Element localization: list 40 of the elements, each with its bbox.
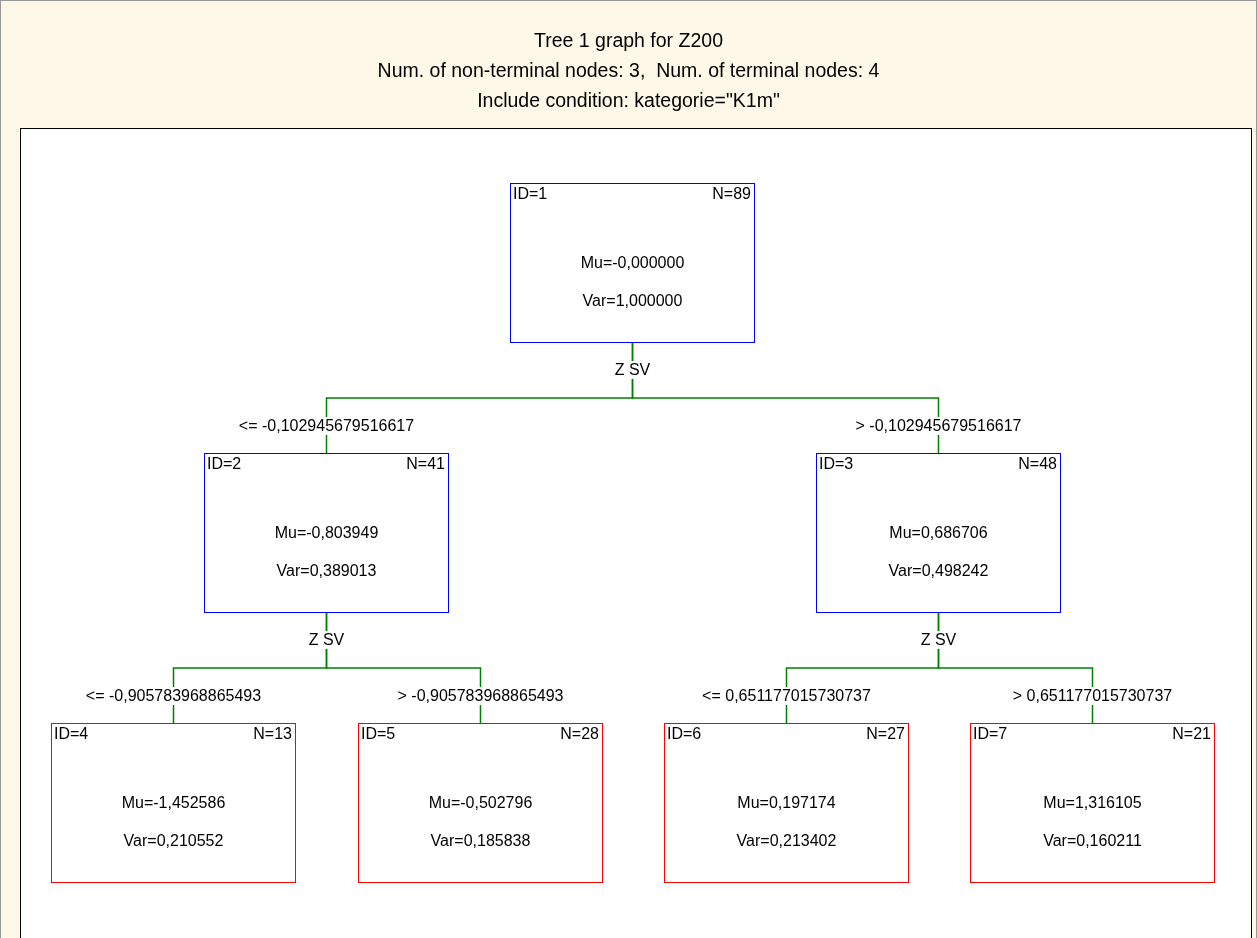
node-count-text: N=27 <box>866 725 905 743</box>
node-mean-text: Mu=-0,502796 <box>428 794 533 812</box>
node-id-text: ID=1 <box>513 185 548 203</box>
node-id-text: ID=7 <box>973 725 1008 743</box>
node-variance-text: Var=0,210552 <box>123 832 224 850</box>
node-mean-text: Mu=-1,452586 <box>121 794 226 812</box>
node-mean-text: Mu=-0,803949 <box>274 524 379 542</box>
subtitle-text: Num. of non-terminal nodes: 3, Num. of terminal nodes: 4 <box>376 59 881 82</box>
subtitle-text: Include condition: kategorie="K1m" <box>476 89 781 112</box>
node-variance-text: Var=0,389013 <box>276 562 377 580</box>
node-variance-text: Var=0,213402 <box>736 832 837 850</box>
node-count-text: N=48 <box>1018 455 1057 473</box>
node-variance-text: Var=0,185838 <box>430 832 531 850</box>
terminal-node-box <box>664 723 909 883</box>
node-count-text: N=21 <box>1172 725 1211 743</box>
node-id-text: ID=2 <box>207 455 242 473</box>
node-count-text: N=28 <box>560 725 599 743</box>
node-count-text: N=13 <box>253 725 292 743</box>
node-id-text: ID=6 <box>667 725 702 743</box>
diagram-title: Tree 1 graph for Z200 <box>533 29 724 52</box>
split-node-box <box>816 453 1061 613</box>
node-variance-text: Var=1,000000 <box>582 292 683 310</box>
node-mean-text: Mu=0,686706 <box>889 524 988 542</box>
split-node-box <box>510 183 755 343</box>
node-count-text: N=89 <box>712 185 751 203</box>
terminal-node-box <box>970 723 1215 883</box>
split-node-box <box>204 453 449 613</box>
terminal-node-box <box>358 723 603 883</box>
node-id-text: ID=3 <box>819 455 854 473</box>
split-condition-label: <= 0,651177015730737 <box>699 687 874 705</box>
node-id-text: ID=5 <box>361 725 396 743</box>
node-variance-text: Var=0,498242 <box>888 562 989 580</box>
node-id-text: ID=4 <box>54 725 89 743</box>
node-count-text: N=41 <box>406 455 445 473</box>
terminal-node-box <box>51 723 296 883</box>
node-mean-text: Mu=-0,000000 <box>580 254 685 272</box>
node-mean-text: Mu=1,316105 <box>1043 794 1142 812</box>
node-mean-text: Mu=0,197174 <box>737 794 836 812</box>
tree-connector <box>631 342 940 454</box>
node-variance-text: Var=0,160211 <box>1043 832 1142 850</box>
